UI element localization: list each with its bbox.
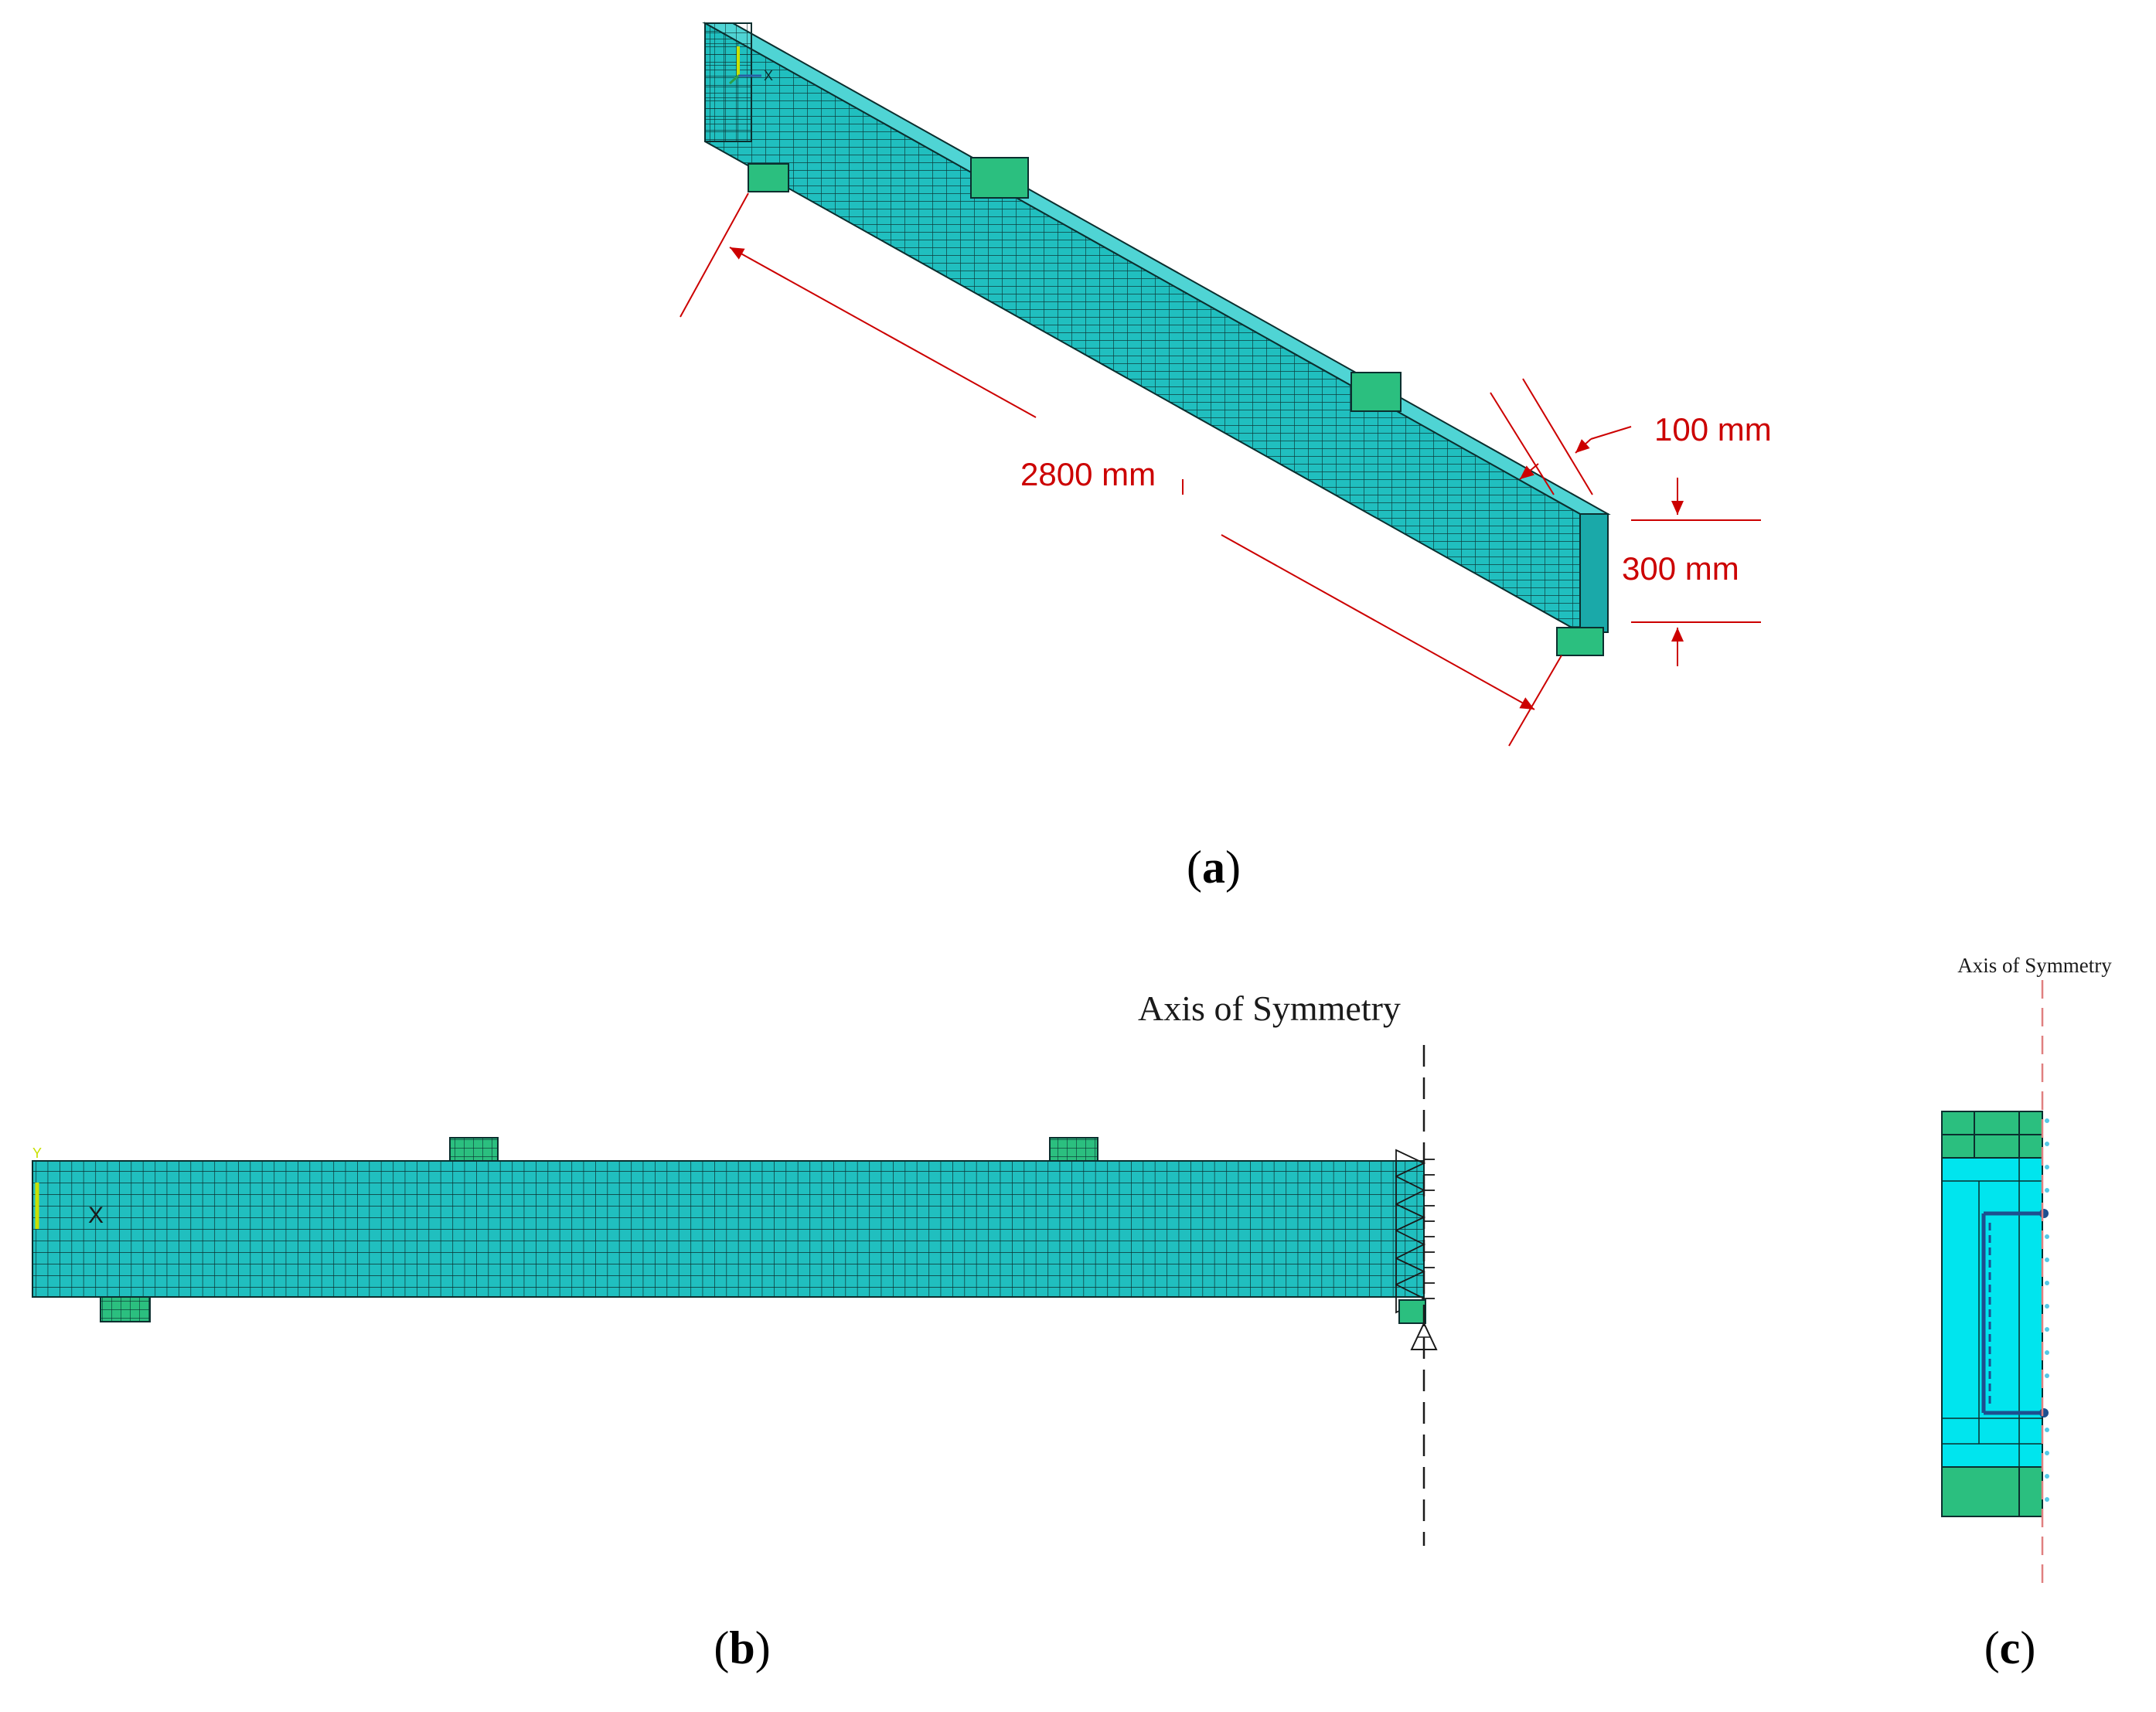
length-dimension-text: 2800 mm (1020, 456, 1156, 492)
width-leader-arrow (1575, 438, 1592, 454)
panel-a-label: (a) (1187, 842, 1241, 893)
triad-x-label-a: X (764, 68, 773, 83)
coordinate-triad-a: X (728, 46, 773, 85)
panel-b-half-beam: Axis of Symmetry Y X (32, 989, 1438, 1546)
axis-of-symmetry-label-b: Axis of Symmetry (1138, 989, 1401, 1028)
section-concrete-body (1941, 1157, 2043, 1468)
width-inner-arrow (1519, 463, 1539, 480)
right-support-plate (1556, 627, 1604, 656)
width-extension-2 (1522, 378, 1593, 495)
coordinate-triad-b: Y X (32, 1145, 104, 1229)
panel-a-beam-isometric: X (702, 22, 1611, 656)
length-dimension-line-1 (729, 247, 1037, 418)
section-node-markers (2045, 1118, 2049, 1502)
left-support-plate (748, 163, 789, 192)
width-leader (1590, 426, 1632, 440)
length-dimension-line-2 (1221, 534, 1535, 710)
triad-y-label-b: Y (32, 1145, 42, 1161)
support-plate-b-right (1398, 1299, 1426, 1324)
beam-left-end-face (704, 22, 752, 142)
section-bottom-plate (1941, 1466, 2043, 1517)
length-extension-left (679, 192, 749, 318)
height-dimension-text: 300 mm (1622, 550, 1739, 587)
beam-front-mesh (705, 23, 1580, 632)
length-extension-right (1508, 655, 1562, 747)
panel-b-label: (b) (714, 1622, 770, 1673)
rebar-bottom-dot (2039, 1408, 2049, 1418)
panel-c-cross-section: Axis of Symmetry (1941, 954, 2112, 1584)
panel-c-label: (c) (1984, 1622, 2036, 1673)
width-extension-1 (1490, 392, 1555, 495)
dimension-annotations: 2800 mm 100 mm 300 mm (679, 192, 1772, 747)
load-plate-2 (1350, 372, 1402, 412)
load-plate-1 (970, 157, 1029, 199)
beam-end-face (1579, 513, 1609, 633)
section-rebar-stirrup (1981, 1211, 2044, 1415)
axis-of-symmetry-label-c: Axis of Symmetry (1957, 954, 2112, 977)
triad-x-label-b: X (88, 1203, 104, 1228)
beam-top-face (702, 22, 1611, 515)
width-dimension-text: 100 mm (1654, 411, 1772, 448)
rebar-top-dot (2039, 1209, 2049, 1218)
